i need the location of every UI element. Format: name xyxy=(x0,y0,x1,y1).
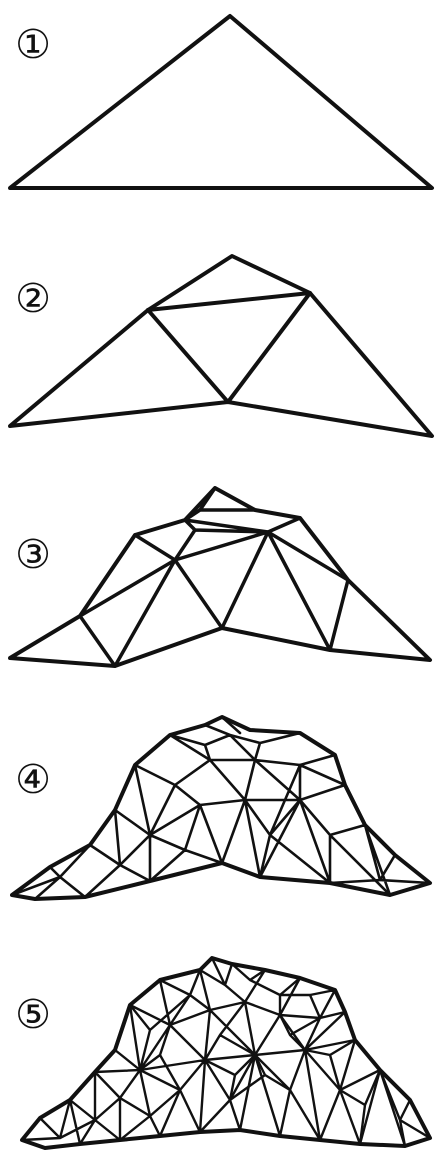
step-2-outline xyxy=(10,256,432,436)
step-2-edges xyxy=(148,293,310,402)
step-1-mesh xyxy=(0,0,438,200)
step-2: ② xyxy=(0,240,438,450)
step-4: ④ xyxy=(0,705,438,910)
step-1: ① xyxy=(0,0,438,200)
step-1-triangle xyxy=(10,16,432,188)
step-3: ③ xyxy=(0,480,438,680)
step-3-mesh xyxy=(0,480,438,680)
step-4-mesh xyxy=(0,705,438,910)
step-4-edges xyxy=(12,717,430,899)
step-5-mesh xyxy=(0,940,438,1151)
step-5-edges-a xyxy=(22,1012,430,1146)
step-2-mesh xyxy=(0,240,438,450)
step-3-edges xyxy=(80,488,348,666)
step-5: ⑤ xyxy=(0,940,438,1151)
step-3-outline xyxy=(10,488,430,666)
